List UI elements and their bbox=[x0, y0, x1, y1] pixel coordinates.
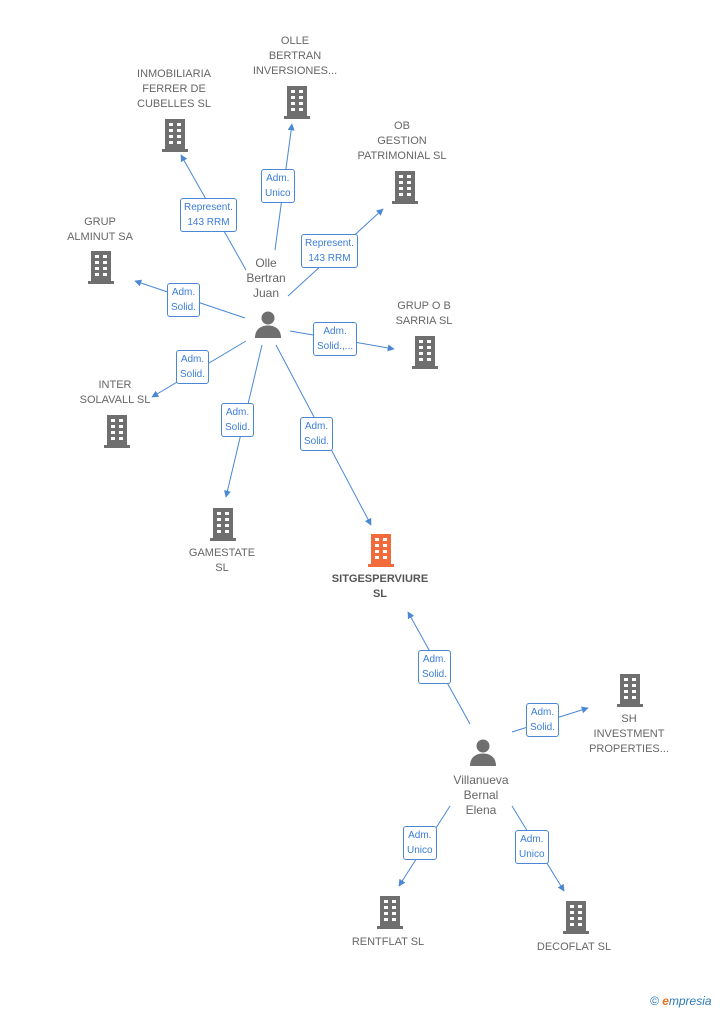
building-icon bbox=[210, 508, 236, 541]
node-label-gamestate[interactable]: GAMESTATE SL bbox=[188, 547, 256, 574]
person-icon bbox=[470, 739, 496, 766]
edge-label-olle-inversiones[interactable]: Adm. Unico bbox=[261, 169, 295, 203]
edge-label-rentflat[interactable]: Adm. Unico bbox=[403, 826, 437, 860]
edge-label-inmobiliaria[interactable]: Represent. 143 RRM bbox=[180, 198, 237, 232]
node-label-grup-ob-sarria[interactable]: GRUP O B SARRIA SL bbox=[395, 300, 453, 327]
brand-name: mpresia bbox=[668, 994, 712, 1008]
node-label-ob-gestion[interactable]: OB GESTION PATRIMONIAL SL bbox=[357, 120, 447, 162]
node-label-grup-alminut[interactable]: GRUP ALMINUT SA bbox=[67, 216, 133, 243]
copyright-icon: © bbox=[650, 994, 659, 1008]
node-label-olle-inversiones[interactable]: OLLE BERTRAN INVERSIONES... bbox=[252, 35, 338, 77]
edge-label-ob-gestion[interactable]: Represent. 143 RRM bbox=[301, 234, 358, 268]
edge-label-sitgesperviure-2[interactable]: Adm. Solid. bbox=[418, 650, 452, 684]
edge-label-decoflat[interactable]: Adm. Unico bbox=[515, 830, 549, 864]
building-icon bbox=[617, 674, 643, 707]
brand-logo: © empresia bbox=[650, 994, 712, 1008]
building-icon bbox=[392, 171, 418, 204]
node-label-inter-solavall[interactable]: INTER SOLAVALL SL bbox=[79, 379, 151, 406]
node-label-villanueva[interactable]: Villanueva Bernal Elena bbox=[453, 773, 509, 817]
building-icon bbox=[563, 901, 589, 934]
focus-building-icon bbox=[368, 534, 394, 567]
edge-label-gamestate[interactable]: Adm. Solid. bbox=[221, 403, 255, 437]
node-label-sitgesperviure[interactable]: SITGESPERVIURE SL bbox=[331, 573, 429, 600]
edge-label-sh-investment[interactable]: Adm. Solid. bbox=[526, 703, 560, 737]
node-label-sh-investment[interactable]: SH INVESTMENT PROPERTIES... bbox=[589, 713, 669, 755]
person-icon bbox=[255, 311, 281, 338]
edge-label-inter-solavall[interactable]: Adm. Solid. bbox=[176, 350, 210, 384]
building-icon bbox=[104, 415, 130, 448]
edge-label-grup-ob-sarria[interactable]: Adm. Solid.,... bbox=[313, 322, 358, 356]
edge-label-grup-alminut[interactable]: Adm. Solid. bbox=[167, 283, 201, 317]
building-icon bbox=[377, 896, 403, 929]
node-label-rentflat[interactable]: RENTFLAT SL bbox=[351, 936, 425, 948]
building-icon bbox=[412, 336, 438, 369]
edge-label-sitgesperviure-1[interactable]: Adm. Solid. bbox=[300, 417, 334, 451]
building-icon bbox=[284, 86, 310, 119]
brand-initial: e bbox=[662, 994, 669, 1008]
node-label-decoflat[interactable]: DECOFLAT SL bbox=[536, 941, 612, 953]
building-icon bbox=[162, 119, 188, 152]
node-label-olle-juan[interactable]: Olle Bertran Juan bbox=[246, 256, 286, 300]
node-label-inmobiliaria[interactable]: INMOBILIARIA FERRER DE CUBELLES SL bbox=[137, 68, 211, 110]
building-icon bbox=[88, 251, 114, 284]
